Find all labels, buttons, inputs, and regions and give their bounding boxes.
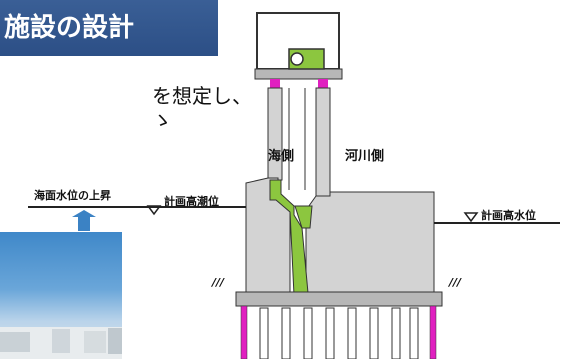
tide-level-marker-icon	[146, 205, 162, 216]
bearing-right	[318, 79, 328, 88]
intro-text-line-2: ゝ	[152, 108, 172, 132]
river-side-label: 河川側	[345, 149, 385, 164]
ground-hatch-right: ///	[449, 276, 462, 289]
bearing-left	[270, 79, 280, 88]
planned-high-water-label: 計画高水位	[481, 209, 536, 222]
gate-body-river-side	[305, 191, 435, 293]
gate-leaf	[269, 179, 309, 296]
sea-level-rise-arrow-icon	[72, 210, 96, 231]
site-photo	[0, 232, 122, 359]
gate-body-sea-side	[245, 177, 291, 293]
hoist-deck	[254, 68, 343, 80]
foundation-slab	[235, 291, 443, 307]
pier-column-left	[267, 87, 283, 181]
sea-side-label: 海側	[268, 149, 295, 164]
pier-column-right	[315, 87, 331, 197]
sea-level-rise-label: 海面水位の上昇	[34, 189, 111, 202]
site-photo-image	[0, 327, 122, 359]
planned-tide-level-label: 計画高潮位	[164, 195, 219, 208]
hoist-drum-icon	[290, 52, 304, 66]
ground-hatch-left: ///	[212, 276, 225, 289]
intro-text-line-1: を想定し、	[152, 84, 252, 108]
foundation-piles	[240, 305, 437, 359]
gate-leaf-upper	[294, 205, 313, 229]
page-title: 施設の設計	[0, 0, 218, 56]
high-water-marker-icon	[463, 212, 479, 223]
